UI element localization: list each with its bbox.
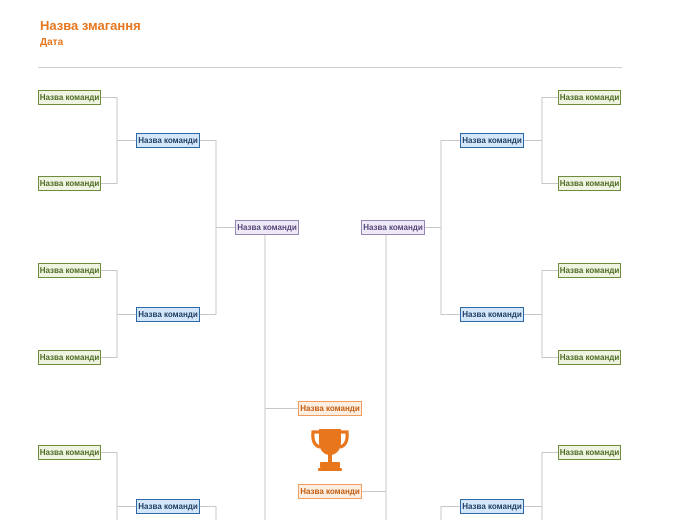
left-round2-team-1[interactable]: Назва команди <box>136 133 200 148</box>
right-round3-team-1[interactable]: Назва команди <box>361 220 425 235</box>
right-round1-team-1[interactable]: Назва команди <box>558 90 621 105</box>
right-round1-team-3[interactable]: Назва команди <box>558 263 621 278</box>
left-round2-team-2[interactable]: Назва команди <box>136 307 200 322</box>
page-subtitle-date: Дата <box>40 37 64 48</box>
final-team-2[interactable]: Назва команди <box>298 484 362 499</box>
left-round2-team-3[interactable]: Назва команди <box>136 499 200 514</box>
right-round1-team-2[interactable]: Назва команди <box>558 176 621 191</box>
left-round1-team-3[interactable]: Назва команди <box>38 263 101 278</box>
trophy-icon <box>311 429 349 471</box>
right-round1-team-4[interactable]: Назва команди <box>558 350 621 365</box>
left-round3-team-1[interactable]: Назва команди <box>235 220 299 235</box>
header-divider <box>38 67 622 68</box>
right-round2-team-3[interactable]: Назва команди <box>460 499 524 514</box>
right-round2-team-1[interactable]: Назва команди <box>460 133 524 148</box>
left-round1-team-4[interactable]: Назва команди <box>38 350 101 365</box>
page-title: Назва змагання <box>40 18 141 33</box>
left-round1-team-2[interactable]: Назва команди <box>38 176 101 191</box>
left-round1-team-1[interactable]: Назва команди <box>38 90 101 105</box>
final-team-1[interactable]: Назва команди <box>298 401 362 416</box>
left-round1-team-5[interactable]: Назва команди <box>38 445 101 460</box>
right-round1-team-5[interactable]: Назва команди <box>558 445 621 460</box>
right-round2-team-2[interactable]: Назва команди <box>460 307 524 322</box>
